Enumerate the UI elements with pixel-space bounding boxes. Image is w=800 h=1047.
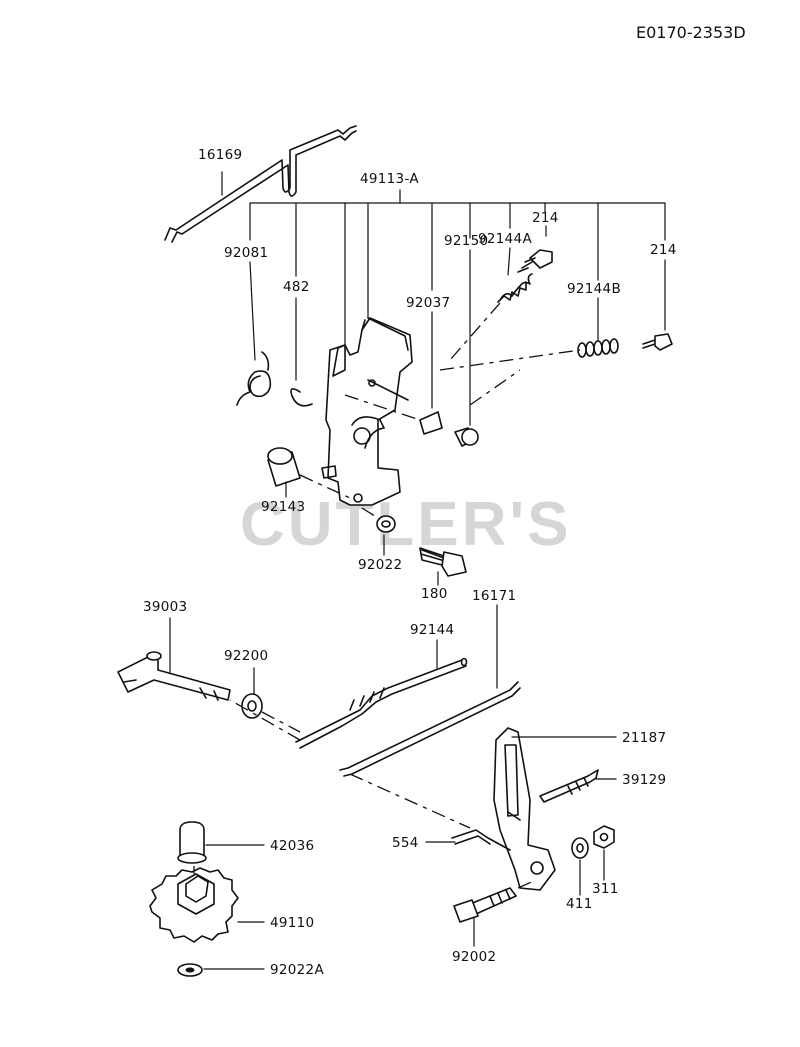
part-21187-lever xyxy=(493,727,556,891)
label-16171: 16171 xyxy=(472,588,516,604)
part-482-clip xyxy=(290,388,313,407)
label-214-b: 214 xyxy=(650,242,677,258)
part-214-screw-a xyxy=(517,249,553,273)
label-214-a: 214 xyxy=(532,210,559,226)
label-39129: 39129 xyxy=(622,772,666,788)
part-92144b-spring xyxy=(577,338,619,358)
label-92144: 92144 xyxy=(410,622,454,638)
part-214-screw-b xyxy=(642,333,673,351)
part-92002-bolt xyxy=(453,887,517,923)
watermark: CUTLER'S xyxy=(240,490,572,559)
part-311-nut xyxy=(593,825,615,849)
diagram-code: E0170-2353D xyxy=(636,23,746,42)
part-92022-washer xyxy=(376,515,396,533)
label-49110: 49110 xyxy=(270,915,314,931)
part-554-link xyxy=(451,829,511,851)
part-39003-shaft xyxy=(117,651,231,701)
part-180-bolt xyxy=(419,547,467,577)
part-92200-washer xyxy=(241,693,263,719)
part-92144a-spring xyxy=(497,273,533,303)
label-554: 554 xyxy=(392,835,419,851)
label-92022a: 92022A xyxy=(270,962,324,978)
part-92144-spring-rod xyxy=(295,657,468,749)
part-49110-gear xyxy=(149,867,239,943)
label-411: 411 xyxy=(566,896,593,912)
label-92037: 92037 xyxy=(406,295,450,311)
centerlines-lower xyxy=(229,699,471,829)
part-49113-a-control-plate xyxy=(321,317,413,506)
label-92144b: 92144B xyxy=(567,281,621,297)
label-39003: 39003 xyxy=(143,599,187,615)
centerline-92022 xyxy=(361,507,379,519)
centerline-92143 xyxy=(299,474,351,499)
part-92081-spring xyxy=(236,351,272,406)
label-180: 180 xyxy=(421,586,448,602)
label-21187: 21187 xyxy=(622,730,666,746)
centerlines-upper xyxy=(344,302,581,421)
label-49113-a: 49113-A xyxy=(360,171,419,187)
label-92150: 92150 xyxy=(444,233,488,249)
label-92144a: 92144A xyxy=(478,231,532,247)
part-92022a-washer xyxy=(177,963,203,977)
leader-92081 xyxy=(249,261,256,361)
label-311: 311 xyxy=(592,881,619,897)
part-92037-clip xyxy=(419,411,443,435)
label-92081: 92081 xyxy=(224,245,268,261)
leader-92144a xyxy=(507,247,511,276)
label-16169: 16169 xyxy=(198,147,242,163)
centerline-92200 xyxy=(261,711,301,733)
part-411-washer xyxy=(571,837,589,859)
part-92150-bolt xyxy=(454,427,479,447)
label-92200: 92200 xyxy=(224,648,268,664)
label-92143: 92143 xyxy=(261,499,305,515)
label-42036: 42036 xyxy=(270,838,314,854)
part-42036-cap xyxy=(177,821,207,864)
part-16169-cable xyxy=(164,125,357,243)
part-92143-collar xyxy=(267,447,301,487)
label-482: 482 xyxy=(283,279,310,295)
part-39129-pin xyxy=(539,769,599,803)
label-92002: 92002 xyxy=(452,949,496,965)
centerline-92002 xyxy=(517,879,537,889)
part-16171-rod xyxy=(339,681,521,777)
label-92022: 92022 xyxy=(358,557,402,573)
